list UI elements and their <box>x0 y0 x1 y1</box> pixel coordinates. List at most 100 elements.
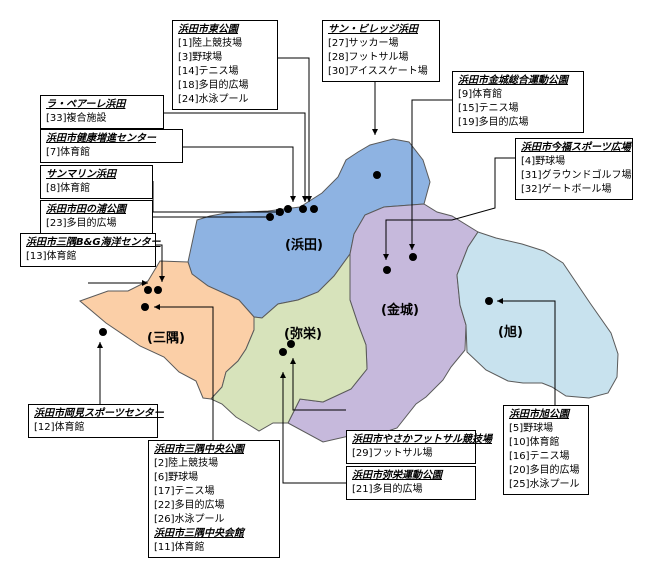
facility-asahi-park: 浜田市旭公園 [5]野球場 [10]体育館 [16]テニス場 [20]多目的広場… <box>503 405 589 495</box>
facility-item: [19]多目的広場 <box>458 117 529 128</box>
facility-item: [32]ゲートボール場 <box>521 184 612 195</box>
facility-sun-village: サン・ビレッジ浜田 [27]サッカー場 [28]フットサル場 [30]アイススケ… <box>322 20 440 82</box>
leader-arrow <box>154 304 160 310</box>
region-label-kanagi: (金城) <box>381 303 419 318</box>
facility-tanoura: 浜田市田の浦公園 [23]多目的広場 <box>40 200 153 234</box>
facility-item: [13]体育館 <box>26 251 77 262</box>
facility-item: [17]テニス場 <box>154 486 215 497</box>
facility-title: 浜田市三隅中央公園 <box>154 444 244 455</box>
facility-location-marker[interactable] <box>144 286 152 294</box>
facility-kanagi-park: 浜田市金城総合運動公園 [9]体育館 [15]テニス場 [19]多目的広場 <box>452 71 584 133</box>
facility-title: ラ・ペアーレ浜田 <box>46 99 126 110</box>
facility-imafuku: 浜田市今福スポーツ広場 [4]野球場 [31]グラウンドゴルフ場 [32]ゲート… <box>515 138 633 200</box>
facility-item: [15]テニス場 <box>458 103 519 114</box>
region-asahi[interactable] <box>456 231 619 399</box>
facility-title: 浜田市三隅中央会館 <box>154 528 244 539</box>
facility-title: サン・ビレッジ浜田 <box>328 24 418 35</box>
leader-arrow <box>280 372 286 378</box>
region-label-asahi: (旭) <box>498 325 523 340</box>
facility-yasaka-futsal: 浜田市やさかフットサル競技場 [29]フットサル場 <box>346 430 492 464</box>
leader-line <box>164 112 306 202</box>
facility-location-marker[interactable] <box>279 348 287 356</box>
facility-location-marker[interactable] <box>383 266 391 274</box>
facility-item: [2]陸上競技場 <box>154 458 219 469</box>
facility-item: [24]水泳プール <box>178 94 249 105</box>
leader-arrow <box>372 129 378 135</box>
leader-arrow <box>302 196 308 202</box>
facility-location-marker[interactable] <box>141 303 149 311</box>
facility-item: [6]野球場 <box>154 472 199 483</box>
facility-item: [21]多目的広場 <box>352 484 423 495</box>
facility-item: [25]水泳プール <box>509 479 580 490</box>
facility-location-marker[interactable] <box>284 205 292 213</box>
facility-item: [20]多目的広場 <box>509 465 580 476</box>
facility-okami-sports: 浜田市岡見スポーツセンター [12]体育館 <box>28 404 164 438</box>
facility-item: [23]多目的広場 <box>46 218 117 229</box>
leader-line <box>282 372 346 484</box>
leader-line <box>156 244 163 282</box>
facility-item: [29]フットサル場 <box>352 448 433 459</box>
facility-title: 浜田市田の浦公園 <box>46 204 126 215</box>
leader-line <box>154 306 214 440</box>
facility-item: [27]サッカー場 <box>328 38 399 49</box>
facility-title: 浜田市旭公園 <box>509 409 569 420</box>
region-label-yasaka: (弥栄) <box>284 327 322 342</box>
facility-kenko-center: 浜田市健康増進センター [7]体育館 <box>40 129 183 163</box>
facility-title: 浜田市三隅B&G海洋センター <box>26 237 161 248</box>
facility-title: 浜田市弥栄運動公園 <box>352 470 442 481</box>
facility-sunmarine: サンマリン浜田 [8]体育館 <box>40 165 153 199</box>
facility-location-marker[interactable] <box>485 297 493 305</box>
facility-location-marker[interactable] <box>276 208 284 216</box>
facility-location-marker[interactable] <box>409 253 417 261</box>
leader-arrow <box>290 358 296 364</box>
facility-title: 浜田市金城総合運動公園 <box>458 75 568 86</box>
facility-location-marker[interactable] <box>99 328 107 336</box>
facility-title: サンマリン浜田 <box>46 169 116 180</box>
facility-title: 浜田市やさかフットサル競技場 <box>352 434 492 445</box>
facility-location-marker[interactable] <box>299 205 307 213</box>
facility-item: [33]複合施設 <box>46 113 107 124</box>
facility-misumi-bg: 浜田市三隅B&G海洋センター [13]体育館 <box>20 233 161 267</box>
leader-arrow <box>383 254 389 260</box>
facility-item: [7]体育館 <box>46 147 91 158</box>
facility-misumi-central: 浜田市三隅中央公園 [2]陸上競技場 [6]野球場 [17]テニス場 [22]多… <box>148 440 280 558</box>
facility-location-marker[interactable] <box>266 213 274 221</box>
facility-location-marker[interactable] <box>373 171 381 179</box>
facility-item: [22]多目的広場 <box>154 500 225 511</box>
facility-item: [28]フットサル場 <box>328 52 409 63</box>
leader-arrow <box>306 196 312 202</box>
region-label-hamada: (浜田) <box>285 238 323 253</box>
facility-item: [5]野球場 <box>509 423 554 434</box>
facility-item: [31]グラウンドゴルフ場 <box>521 170 632 181</box>
facility-item: [14]テニス場 <box>178 66 239 77</box>
leader-arrow <box>497 298 503 304</box>
facility-location-marker[interactable] <box>154 286 162 294</box>
facility-item: [30]アイススケート場 <box>328 66 428 77</box>
facility-title: 浜田市東公園 <box>178 24 238 35</box>
facility-item: [4]野球場 <box>521 156 566 167</box>
leader-line <box>292 358 346 411</box>
facility-item: [10]体育館 <box>509 437 560 448</box>
leader-line <box>497 300 556 405</box>
leader-line <box>183 146 294 202</box>
facility-item: [12]体育館 <box>34 422 85 433</box>
facility-title: 浜田市今福スポーツ広場 <box>521 142 631 153</box>
leader-line <box>411 99 452 250</box>
facility-location-marker[interactable] <box>287 340 295 348</box>
facility-item: [16]テニス場 <box>509 451 570 462</box>
facility-item: [3]野球場 <box>178 52 223 63</box>
facility-item: [26]水泳プール <box>154 514 225 525</box>
leader-arrow <box>97 342 103 348</box>
facility-item: [18]多目的広場 <box>178 80 249 91</box>
facility-location-marker[interactable] <box>310 205 318 213</box>
facility-higashi-park: 浜田市東公園 [1]陸上競技場 [3]野球場 [14]テニス場 [18]多目的広… <box>172 20 278 110</box>
facility-title: 浜田市岡見スポーツセンター <box>34 408 164 419</box>
leader-arrow <box>159 276 165 282</box>
region-label-misumi: (三隅) <box>147 331 185 346</box>
leader-line <box>152 181 282 213</box>
leader-arrow <box>290 196 296 202</box>
facility-item: [11]体育館 <box>154 542 205 553</box>
facility-item: [9]体育館 <box>458 89 503 100</box>
leader-arrow <box>409 244 415 250</box>
